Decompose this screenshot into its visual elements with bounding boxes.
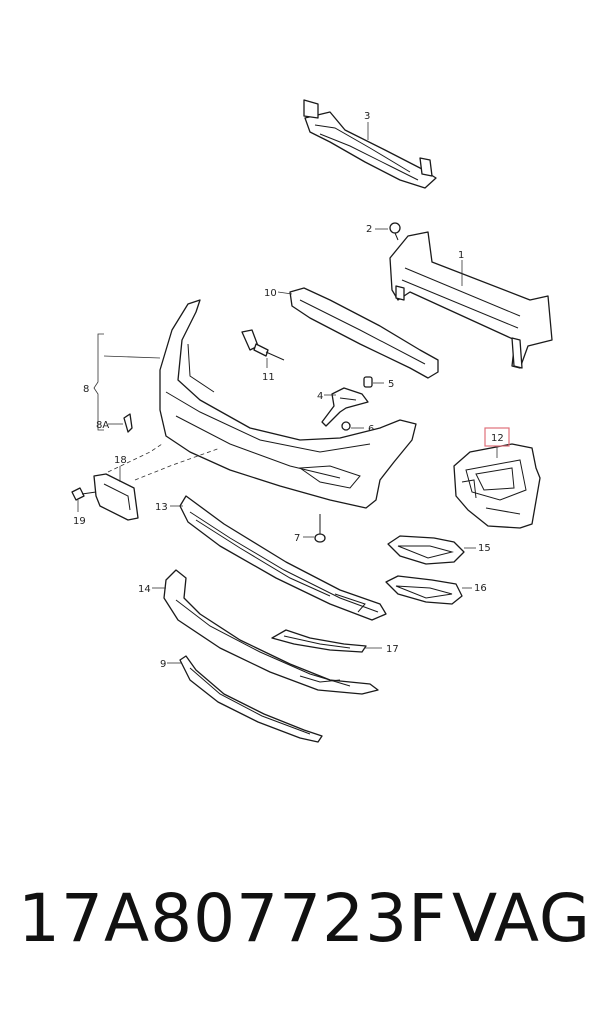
callout-14: 14	[138, 584, 151, 595]
part-7-bolt	[314, 514, 326, 543]
part-8a-bracket	[123, 413, 133, 433]
part-17-trim-strip	[271, 629, 367, 653]
exploded-parts-diagram: 3 2 1 10 11 5 4	[71, 99, 553, 743]
part-18-plate-bracket	[93, 473, 139, 521]
callout-18: 18	[114, 455, 127, 466]
callout-8: 8	[83, 384, 89, 395]
callout-4: 4	[317, 391, 323, 402]
part-9-lip-strip	[179, 655, 323, 743]
callout-2: 2	[366, 224, 372, 235]
part-13-lower-grille	[179, 495, 387, 621]
part-5-clip	[363, 376, 373, 388]
callout-1: 1	[458, 250, 464, 261]
part-14-lower-spoiler	[163, 569, 379, 695]
footer: 17A807723F VAG	[0, 880, 600, 1000]
brand-label: VAG	[452, 880, 592, 957]
part-2-screw	[389, 222, 401, 241]
part-4-mounting-bracket	[321, 387, 369, 427]
callout-12-highlight	[484, 427, 510, 447]
part-10-energy-absorber	[289, 287, 439, 379]
part-16-trim-lower	[385, 575, 463, 605]
callout-7: 7	[294, 533, 300, 544]
callout-16: 16	[474, 583, 487, 594]
part-number: 17A807723F	[18, 880, 448, 957]
callout-8a: 8A	[96, 420, 109, 431]
part-12-air-guide	[453, 443, 541, 529]
callout-10: 10	[264, 288, 277, 299]
callout-13: 13	[155, 502, 168, 513]
callout-3: 3	[364, 111, 370, 122]
callout-11: 11	[262, 372, 275, 383]
callout-9: 9	[160, 659, 166, 670]
part-15-trim-upper	[387, 535, 465, 565]
part-3-upper-bracket	[303, 99, 437, 189]
part-6-nut	[341, 421, 351, 431]
part-1-impact-beam	[389, 231, 553, 369]
callout-19: 19	[73, 516, 86, 527]
part-19-screw	[71, 487, 97, 501]
callout-6: 6	[368, 424, 374, 435]
callout-17: 17	[386, 644, 399, 655]
callout-5: 5	[388, 379, 394, 390]
part-8-bumper-cover	[159, 299, 417, 509]
callout-12: 12	[491, 433, 504, 444]
part-11-rivet	[241, 329, 285, 361]
callout-15: 15	[478, 543, 491, 554]
